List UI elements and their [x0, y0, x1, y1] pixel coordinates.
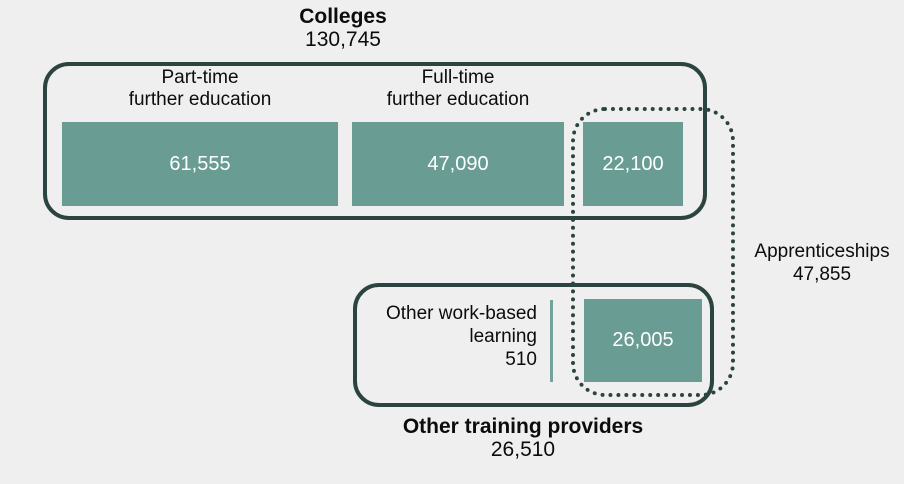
apprenticeships-title: Apprenticeships [754, 241, 890, 262]
full-time-fe-bar: 47,090 [352, 122, 564, 206]
part-time-fe-bar: 61,555 [62, 122, 338, 206]
full-time-fe-label: Full-time further education [354, 67, 562, 111]
apprenticeships-label-block: Apprenticeships 47,855 [740, 240, 904, 286]
other-training-providers-group-box [353, 283, 714, 407]
owbl-label-line2: learning [469, 326, 537, 347]
other-work-based-learning-tick-bar [550, 300, 553, 382]
colleges-total: 130,745 [305, 28, 381, 51]
other-work-based-learning-label: Other work-based learning 510 [352, 302, 537, 371]
other-training-providers-title: Other training providers [402, 415, 644, 438]
apprenticeships-total: 47,855 [792, 264, 852, 285]
colleges-apprenticeships-overlap-bar: 22,100 [583, 122, 683, 206]
part-time-fe-label-line1: Part-time [161, 67, 239, 88]
colleges-title-block: Colleges 130,745 [223, 5, 463, 51]
colleges-apprenticeships-overlap-value: 22,100 [602, 152, 664, 175]
other-training-providers-total: 26,510 [490, 438, 556, 461]
full-time-fe-label-line2: further education [386, 89, 530, 110]
owbl-label-line1: Other work-based [385, 303, 537, 324]
colleges-title: Colleges [299, 5, 387, 28]
apprenticeships-dotted-box [571, 107, 735, 397]
other-training-providers-title-block: Other training providers 26,510 [373, 415, 673, 461]
part-time-fe-label: Part-time further education [96, 67, 304, 111]
otp-apprenticeships-overlap-value: 26,005 [612, 329, 674, 351]
part-time-fe-label-line2: further education [128, 89, 272, 110]
full-time-fe-value: 47,090 [427, 152, 489, 175]
part-time-fe-value: 61,555 [169, 152, 231, 175]
owbl-value: 510 [505, 349, 537, 370]
full-time-fe-label-line1: Full-time [421, 67, 495, 88]
colleges-group-box [43, 62, 707, 220]
